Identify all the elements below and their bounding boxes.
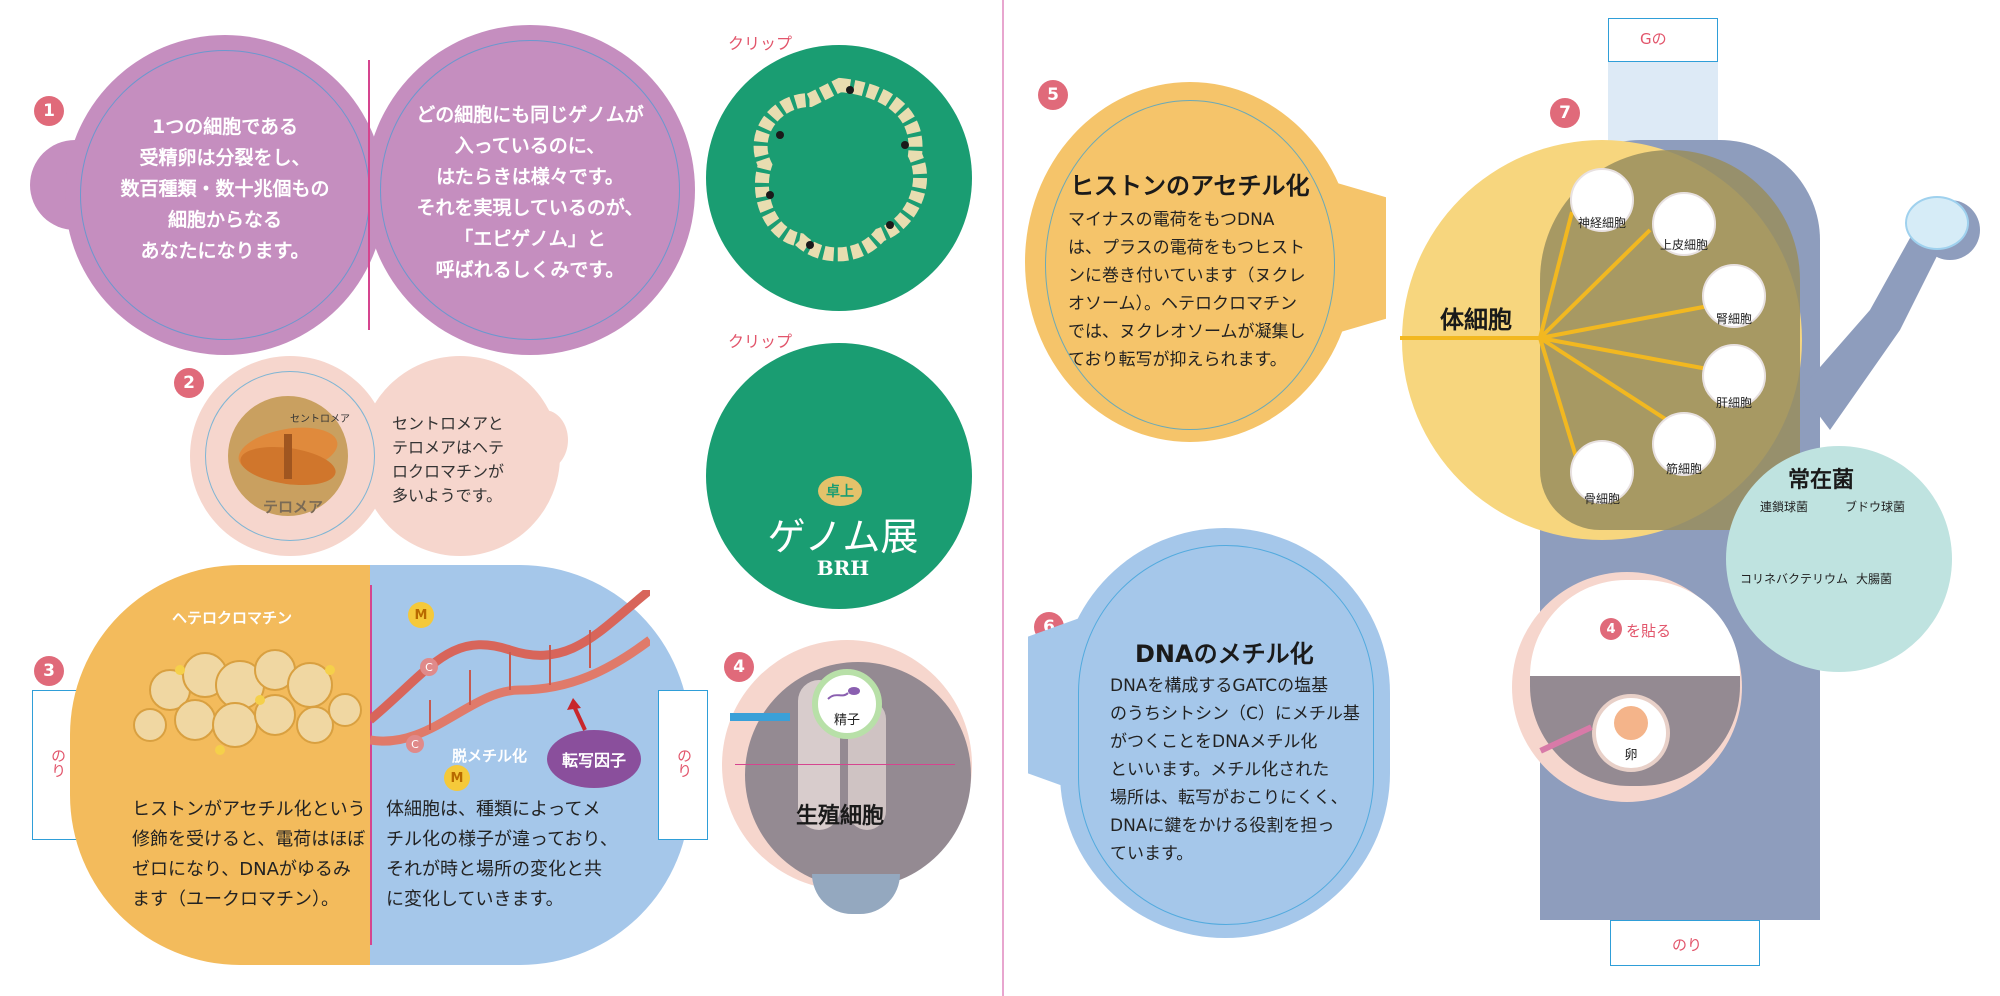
panel1-fold-line [368,60,370,330]
panel4-fold-line [735,764,955,765]
cell-label-bone: 骨細胞 [1583,492,1620,506]
top-glue-tab [1608,18,1718,62]
liver-cell-icon [1702,344,1766,408]
panel5-title: ヒストンのアセチル化 [1070,172,1310,200]
panel6-title: DNAのメチル化 [1135,640,1314,668]
cytosine-badge-bottom: C [406,735,424,753]
clip1-label: クリップ [728,34,793,53]
top-tab-face [1608,62,1718,142]
methyl-badge-top: M [408,602,434,628]
top-tab-label: Gの [1640,30,1667,48]
bacteria-label-strep: 連鎖球菌 [1760,500,1809,514]
panel2-tab [520,410,568,470]
demethylation-label: 脱メチル化 [452,747,528,765]
epithelial-cell-icon [1652,192,1716,256]
methyl-badge-bottom: M [444,765,470,791]
transcription-factor-label: 転写因子 [547,730,641,788]
cell-label-epithelial: 上皮細胞 [1659,238,1708,252]
panel6-cut-line [1078,545,1374,925]
ant-ring-illustration [753,77,927,262]
cytosine-badge-top: C [420,658,438,676]
panel2-number: 2 [174,368,204,398]
nerve-cell-icon [1570,168,1634,232]
cell-label-kidney: 腎細胞 [1715,312,1752,326]
cell-label-muscle: 筋細胞 [1665,462,1702,476]
panel2-text: セントロメアとテロメアはヘテロクロマチンが多いようです。 [392,414,505,505]
panel1-right-text: どの細胞にも同じゲノムが入っているのに、はたらきは様々です。それを実現しているの… [416,104,644,281]
bacteria-label-coryne: コリネバクテリウム [1740,572,1849,586]
heterochromatin-illustration [133,649,362,755]
chromosome-image [228,396,348,516]
panel1-cut-line-right [380,40,680,340]
bacteria-title: 常在菌 [1788,468,1855,493]
panel3-left-text: ヒストンがアセチル化という修飾を受けると、電荷はほぼゼロになり、DNAがゆるみま… [132,799,366,910]
panel4-tab [812,874,900,914]
sperm-pointer [730,713,790,721]
page-divider [1002,0,1004,996]
panel1-number: 1 [34,96,64,126]
glue-label-left: のり [49,748,67,778]
bacteria-label-staph: ブドウ球菌 [1845,500,1906,514]
logo-main-text: ゲノム展 [767,515,919,559]
panel3-fold-line [370,585,372,945]
egg-bubble: 卵 [1592,694,1670,772]
egg-icon [1614,706,1648,740]
paste-number: 4 [1600,618,1622,640]
bottom-glue-tab [1610,920,1760,966]
logo-top-badge: 卓上 [818,476,862,506]
sperm-bubble: 精子 [812,669,882,739]
bacteria-disc [1726,446,1952,672]
bottom-glue-label: のり [1672,936,1703,954]
cell-label-nerve: 神経細胞 [1577,216,1626,230]
sperm-icon [827,687,860,700]
bone-cell-icon [1570,440,1634,504]
panel4-number: 4 [724,652,754,682]
panel3-glue-tab-right [658,690,708,840]
paste-label: を貼る [1626,622,1672,640]
centromere-label: セントロメア [290,414,350,425]
somatic-label: 体細胞 [1440,306,1512,334]
panel3-right-text: 体細胞は、種類によってメチル化の様子が違っており、それが時と場所の変化と共に変化… [386,799,618,910]
egg-label: 卵 [1624,748,1638,763]
telomere-label: テロメア [263,498,324,516]
heterochromatin-label: ヘテロクロマチン [172,609,293,627]
sperm-label: 精子 [833,713,860,728]
panel5-cut-line [1045,100,1335,430]
hand-glow [1905,196,1969,250]
bacteria-label-ecoli: 大腸菌 [1856,572,1893,586]
glue-label-right: のり [675,748,693,778]
dna-helix-illustration [370,590,650,746]
panel1-left-text: 1つの細胞である受精卵は分裂をし、数百種類・数十兆個もの細胞からなるあなたになり… [120,116,330,262]
panel2-cut-line [205,371,375,541]
panel6-text: DNAを構成するGATCの塩基のうちシトシン（C）にメチル基がつくことをDNAメ… [1110,676,1360,864]
panel3-number: 3 [34,656,64,686]
germ-cell-title: 生殖細胞 [796,804,885,829]
panel5-number: 5 [1038,80,1068,110]
muscle-cell-icon [1652,412,1716,476]
kidney-cell-icon [1702,264,1766,328]
panel7-number: 7 [1550,98,1580,128]
panel3-left-half [70,565,400,965]
cell-label-liver: 肝細胞 [1715,396,1752,410]
tf-arrow [567,698,587,731]
clip2-label: クリップ [728,332,793,351]
logo-sub-text: BRH [816,556,870,580]
